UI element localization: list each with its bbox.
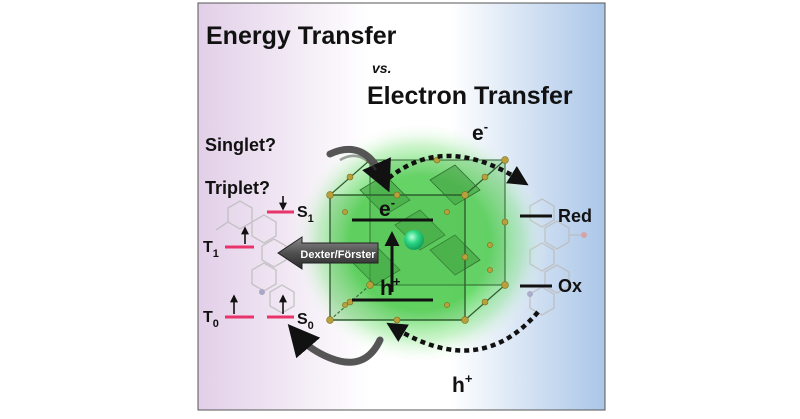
s1-label: S1 [297,204,314,225]
energy-transfer-title: Energy Transfer [206,22,397,50]
a-site-cation-sphere [404,230,424,250]
electron-transfer-dotted-arrow [380,153,529,186]
energy-transfer-curved-arrow-top [326,146,391,193]
dexter-forster-label: Dexter/Förster [300,249,376,261]
dexter-forster-arrow: Dexter/Förster [277,236,379,270]
triplet-question: Triplet? [205,178,270,198]
energy-transfer-curved-arrow-bottom [287,324,384,366]
red-label: Red [558,206,592,226]
versus-label: vs. [372,60,391,76]
electron-transfer-title: Electron Transfer [367,82,573,110]
transfer-electron-label: e- [472,119,488,145]
t1-label: T1 [203,239,219,260]
cube-hole-label: h+ [380,274,401,300]
hole-transfer-dotted-arrow [386,310,540,353]
singlet-question: Singlet? [205,135,276,155]
t0-label: T0 [203,309,219,330]
cube-electron-label: e- [379,195,395,221]
left-energy-levels [225,210,294,319]
spin-arrows [230,196,287,314]
ox-label: Ox [558,276,582,296]
transfer-hole-label: h+ [452,371,473,397]
